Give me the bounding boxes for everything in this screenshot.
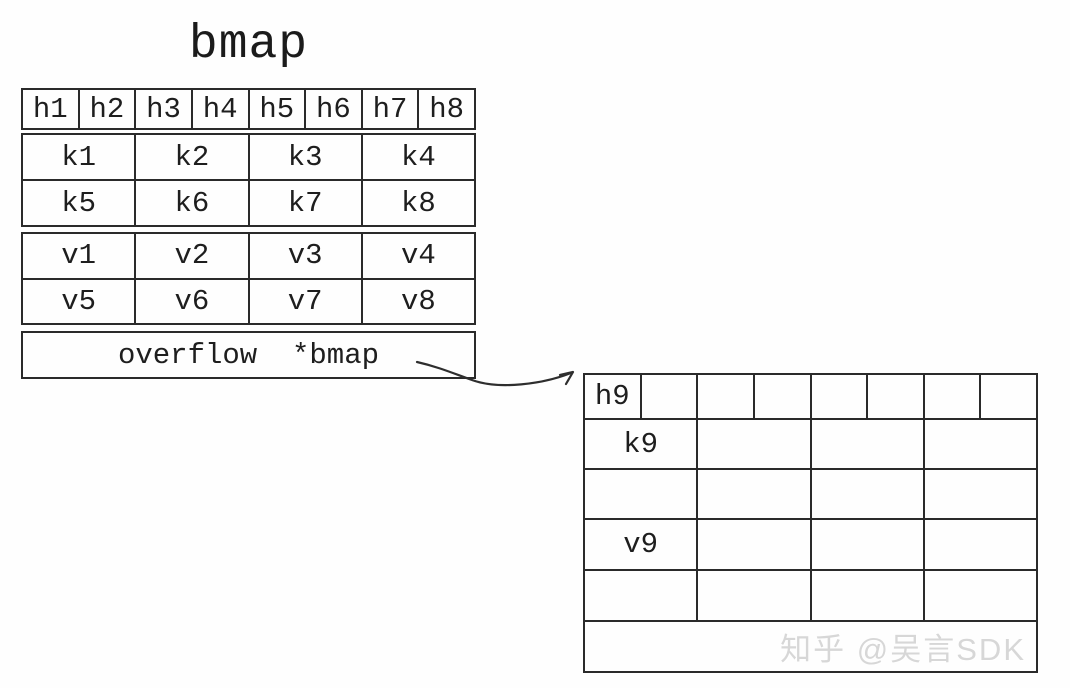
tophash-cell-h3: h3	[136, 90, 193, 128]
key-cell-k1: k1	[23, 135, 137, 179]
value-cell-empty	[925, 520, 1036, 569]
value-cell-empty	[698, 571, 812, 620]
bucket1-values-section: v1 v2 v3 v4 v5 v6 v7 v8	[21, 232, 476, 325]
value-cell-v6: v6	[136, 279, 250, 323]
overflow-arrow-line	[415, 360, 573, 387]
diagram-title: bmap	[188, 18, 309, 72]
key-cell-empty	[698, 470, 812, 518]
value-cell-empty	[812, 571, 925, 620]
key-cell-k5: k5	[23, 181, 137, 225]
overflow-arrow	[415, 360, 575, 387]
bucket1-tophash-section: h1 h2 h3 h4 h5 h6 h7 h8	[21, 88, 476, 130]
tophash-cell-h5: h5	[250, 90, 307, 128]
bucket2-overflow-row: 知乎 @吴言SDK	[585, 622, 1036, 671]
overflow-pointer-label: overflow *bmap	[117, 338, 380, 372]
bucket1-keys-section: k1 k2 k3 k4 k5 k6 k7 k8	[21, 133, 476, 227]
bucket1-keys-row-1: k1 k2 k3 k4	[23, 135, 474, 181]
key-cell-k4: k4	[400, 140, 436, 174]
tophash-cell-h8: h8	[429, 92, 465, 126]
key-cell-k9: k9	[585, 420, 699, 468]
tophash-cell-empty	[868, 375, 925, 418]
tophash-cell-empty	[812, 375, 869, 418]
bucket1-values-row-2: v5 v6 v7 v8	[23, 279, 474, 323]
value-cell-v4: v4	[400, 239, 436, 273]
key-cell-empty	[812, 420, 925, 468]
value-cell-v7: v7	[250, 279, 363, 323]
value-cell-empty	[698, 520, 812, 569]
key-cell-empty	[925, 420, 1036, 468]
key-cell-k6: k6	[136, 181, 250, 225]
bucket1-values-row-1: v1 v2 v3 v4	[23, 234, 474, 280]
bucket1-overflow-section: overflow *bmap	[21, 331, 476, 379]
value-cell-empty	[585, 571, 699, 620]
value-cell-v8: v8	[400, 284, 436, 318]
tophash-cell-empty	[642, 375, 699, 418]
value-cell-v2: v2	[136, 234, 250, 278]
value-cell-empty	[925, 571, 1036, 620]
value-cell-v3: v3	[250, 234, 363, 278]
value-cell-v5: v5	[23, 279, 137, 323]
value-cell-v1: v1	[23, 234, 137, 278]
tophash-cell-empty	[755, 375, 812, 418]
tophash-cell-h9: h9	[585, 375, 642, 418]
key-cell-k3: k3	[250, 135, 363, 179]
tophash-cell-empty	[981, 375, 1036, 418]
bucket2-overflow-cell: 知乎 @吴言SDK	[585, 622, 1036, 671]
bucket2-keys-row-1: k9	[585, 420, 1036, 470]
bucket2-table: h9 k9 v9	[583, 373, 1038, 673]
key-cell-k2: k2	[136, 135, 250, 179]
tophash-cell-h4: h4	[193, 90, 250, 128]
tophash-cell-h7: h7	[363, 90, 420, 128]
key-cell-empty	[585, 470, 699, 518]
key-cell-empty	[812, 470, 925, 518]
value-cell-v9: v9	[585, 520, 699, 569]
overflow-arrow-head-icon	[558, 370, 575, 386]
bucket2-values-row-2	[585, 571, 1036, 622]
bucket2-keys-row-2	[585, 470, 1036, 520]
tophash-cell-h1: h1	[23, 90, 80, 128]
bucket1-tophash-row: h1 h2 h3 h4 h5 h6 h7 h8	[23, 90, 474, 128]
tophash-cell-empty	[925, 375, 982, 418]
value-cell-empty	[812, 520, 925, 569]
bucket2-tophash-row: h9	[585, 375, 1036, 420]
key-cell-k7: k7	[250, 181, 363, 225]
bucket1-keys-row-2: k5 k6 k7 k8	[23, 181, 474, 225]
tophash-cell-h2: h2	[80, 90, 137, 128]
bucket1-overflow-row: overflow *bmap	[23, 333, 474, 377]
key-cell-k8: k8	[400, 186, 436, 220]
key-cell-empty	[698, 420, 812, 468]
bucket2-values-row-1: v9	[585, 520, 1036, 571]
tophash-cell-empty	[698, 375, 755, 418]
key-cell-empty	[925, 470, 1036, 518]
tophash-cell-h6: h6	[306, 90, 363, 128]
zhihu-watermark: 知乎 @吴言SDK	[780, 632, 1026, 667]
